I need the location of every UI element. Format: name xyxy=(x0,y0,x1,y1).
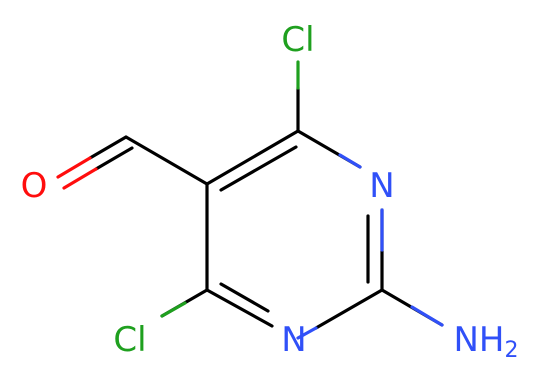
colored-bond-segments xyxy=(56,60,444,340)
amino-subscript: 2 xyxy=(505,338,519,363)
bond-o-red-outer xyxy=(56,156,92,179)
atom-oxygen: O xyxy=(21,166,48,206)
atom-labels: O Cl N N Cl NH2 xyxy=(21,20,519,363)
bond-o-red-inner xyxy=(62,167,98,190)
bond-cho-c5 xyxy=(124,135,209,186)
bond-co-double-outer xyxy=(88,135,128,160)
bond-c2-n3 xyxy=(314,288,384,330)
bond-n3-c4 xyxy=(205,288,274,328)
atom-nitrogen-ring-bottom: N xyxy=(281,320,306,360)
amino-nh: NH xyxy=(454,320,505,360)
bond-n3-blue xyxy=(296,326,318,340)
bond-cl-bottom-green xyxy=(160,301,187,318)
atom-chlorine-top: Cl xyxy=(281,20,314,60)
atom-amino-group: NH2 xyxy=(454,320,519,363)
bond-nh2-blue xyxy=(410,305,444,327)
atom-chlorine-bottom: Cl xyxy=(113,320,146,360)
atom-nitrogen-ring-right: N xyxy=(369,166,394,206)
bond-c5-c6-inner xyxy=(219,145,298,192)
bond-n3-c4-inner xyxy=(219,282,270,313)
bonds xyxy=(88,86,444,330)
bond-c5-c6 xyxy=(205,129,300,186)
bond-co-double-inner xyxy=(94,146,134,171)
bond-n1-blue-a xyxy=(338,153,362,169)
